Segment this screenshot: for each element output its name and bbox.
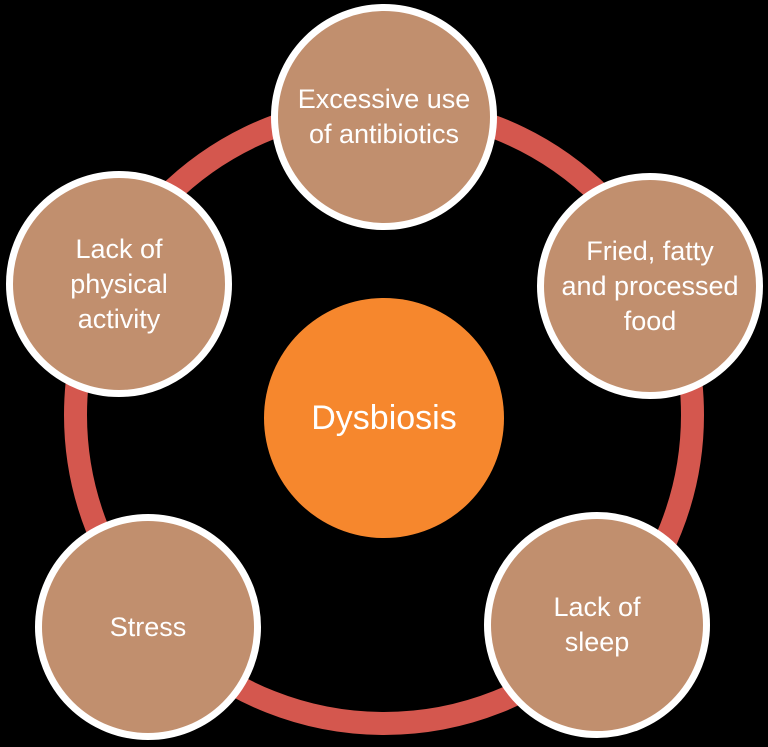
node-label: Lack of sleep xyxy=(553,592,641,657)
node-label: Excessive use of antibiotics xyxy=(297,84,471,149)
node-fried-fatty-and-processed-food: Fried, fatty and processed food xyxy=(537,173,763,399)
center-node-label: Dysbiosis xyxy=(311,398,457,437)
node-label: Lack of physical activity xyxy=(70,233,168,334)
node-label: Fried, fatty and processed food xyxy=(561,235,739,336)
center-node-dysbiosis: Dysbiosis xyxy=(264,298,504,538)
node-stress: Stress xyxy=(35,514,261,740)
node-excessive-use-of-antibiotics: Excessive use of antibiotics xyxy=(271,4,497,230)
node-label: Stress xyxy=(109,611,187,642)
node-lack-of-sleep: Lack of sleep xyxy=(484,512,710,738)
node-lack-of-physical-activity: Lack of physical activity xyxy=(6,171,232,397)
